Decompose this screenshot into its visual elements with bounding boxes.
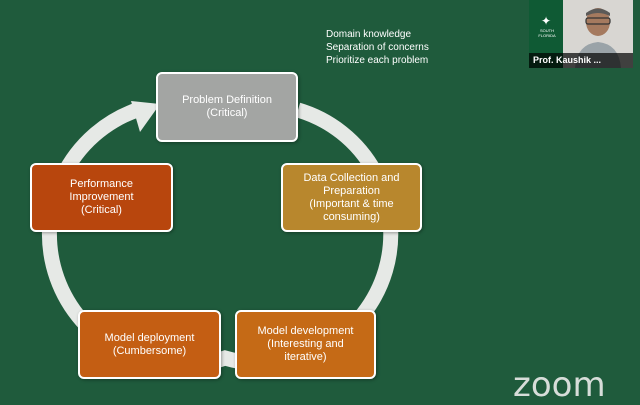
note-separation-of-concerns: Separation of concerns: [326, 42, 429, 53]
step-problem-definition: Problem Definition (Critical): [156, 72, 298, 142]
step-data-collection-line2: Preparation: [323, 184, 380, 197]
step-model-deployment-line2: (Cumbersome): [112, 344, 187, 357]
university-logo-icon: ✦: [540, 14, 552, 28]
university-logo-text: SOUTH FLORIDA: [538, 28, 556, 38]
step-data-collection: Data Collection and Preparation (Importa…: [281, 163, 422, 232]
step-performance-improvement: Performance Improvement (Critical): [30, 163, 173, 232]
participant-name: Prof. Kaushik ...: [529, 53, 633, 68]
step-problem-definition-note: (Critical): [206, 107, 248, 119]
step-data-collection-line3: (Important & time: [309, 197, 394, 210]
step-model-development-line1: Model development: [257, 325, 354, 337]
note-prioritize-problem: Prioritize each problem: [326, 55, 429, 66]
slide-notes: Domain knowledge Separation of concerns …: [326, 28, 429, 67]
step-performance-improvement-line1: Performance: [70, 178, 133, 190]
step-problem-definition-title: Problem Definition: [182, 94, 272, 106]
step-data-collection-line4: consuming): [323, 210, 380, 223]
step-data-collection-line1: Data Collection and: [303, 171, 400, 184]
step-performance-improvement-line3: (Critical): [81, 204, 122, 216]
step-performance-improvement-line2: Improvement: [69, 191, 134, 203]
step-model-deployment: Model deployment (Cumbersome): [78, 310, 221, 379]
note-domain-knowledge: Domain knowledge: [326, 29, 412, 40]
participant-video-tile[interactable]: ✦ SOUTH FLORIDA Prof. Kaushik ...: [529, 0, 633, 68]
step-model-development-line3: iterative): [284, 351, 327, 363]
zoom-logo: zoom: [513, 365, 606, 405]
step-model-deployment-line1: Model deployment: [104, 331, 195, 344]
step-model-development: Model development (Interesting and itera…: [235, 310, 376, 379]
cycle-arrow-head: [131, 101, 160, 132]
step-model-development-line2: (Interesting and: [267, 338, 344, 350]
